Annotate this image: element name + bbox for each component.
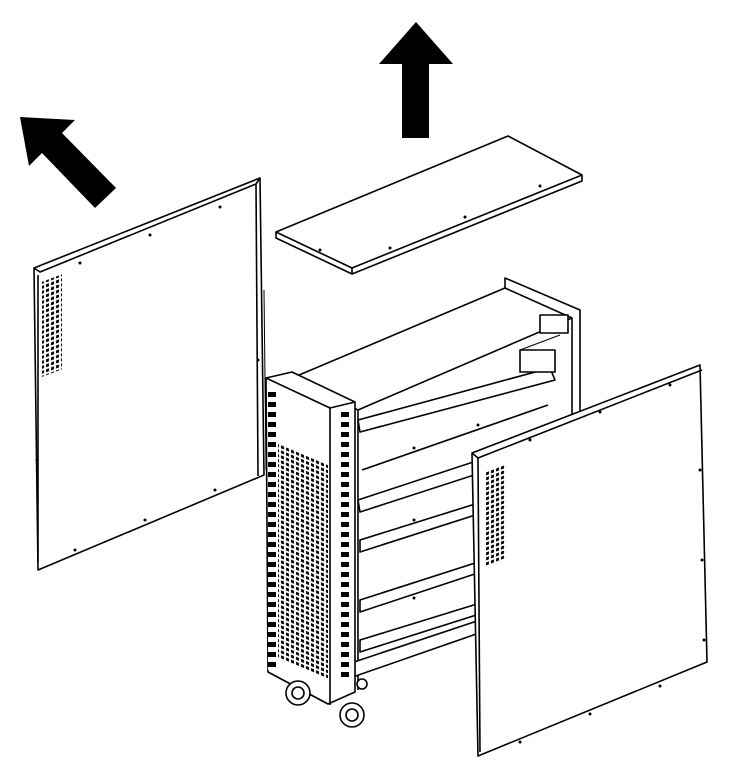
front-column-vent-grille <box>278 443 328 680</box>
right-panel-vent-grille <box>486 463 506 567</box>
right-side-panel <box>471 364 708 757</box>
top-cover-panel <box>275 135 583 275</box>
arrow-up-icon <box>379 22 453 138</box>
front-column-slots <box>268 390 276 670</box>
left-panel-vent-grille <box>42 274 62 377</box>
arrow-up-left-icon <box>20 117 116 208</box>
left-side-panel <box>33 177 267 571</box>
rear-column-slots <box>341 410 349 680</box>
caster-wheels <box>285 678 368 728</box>
